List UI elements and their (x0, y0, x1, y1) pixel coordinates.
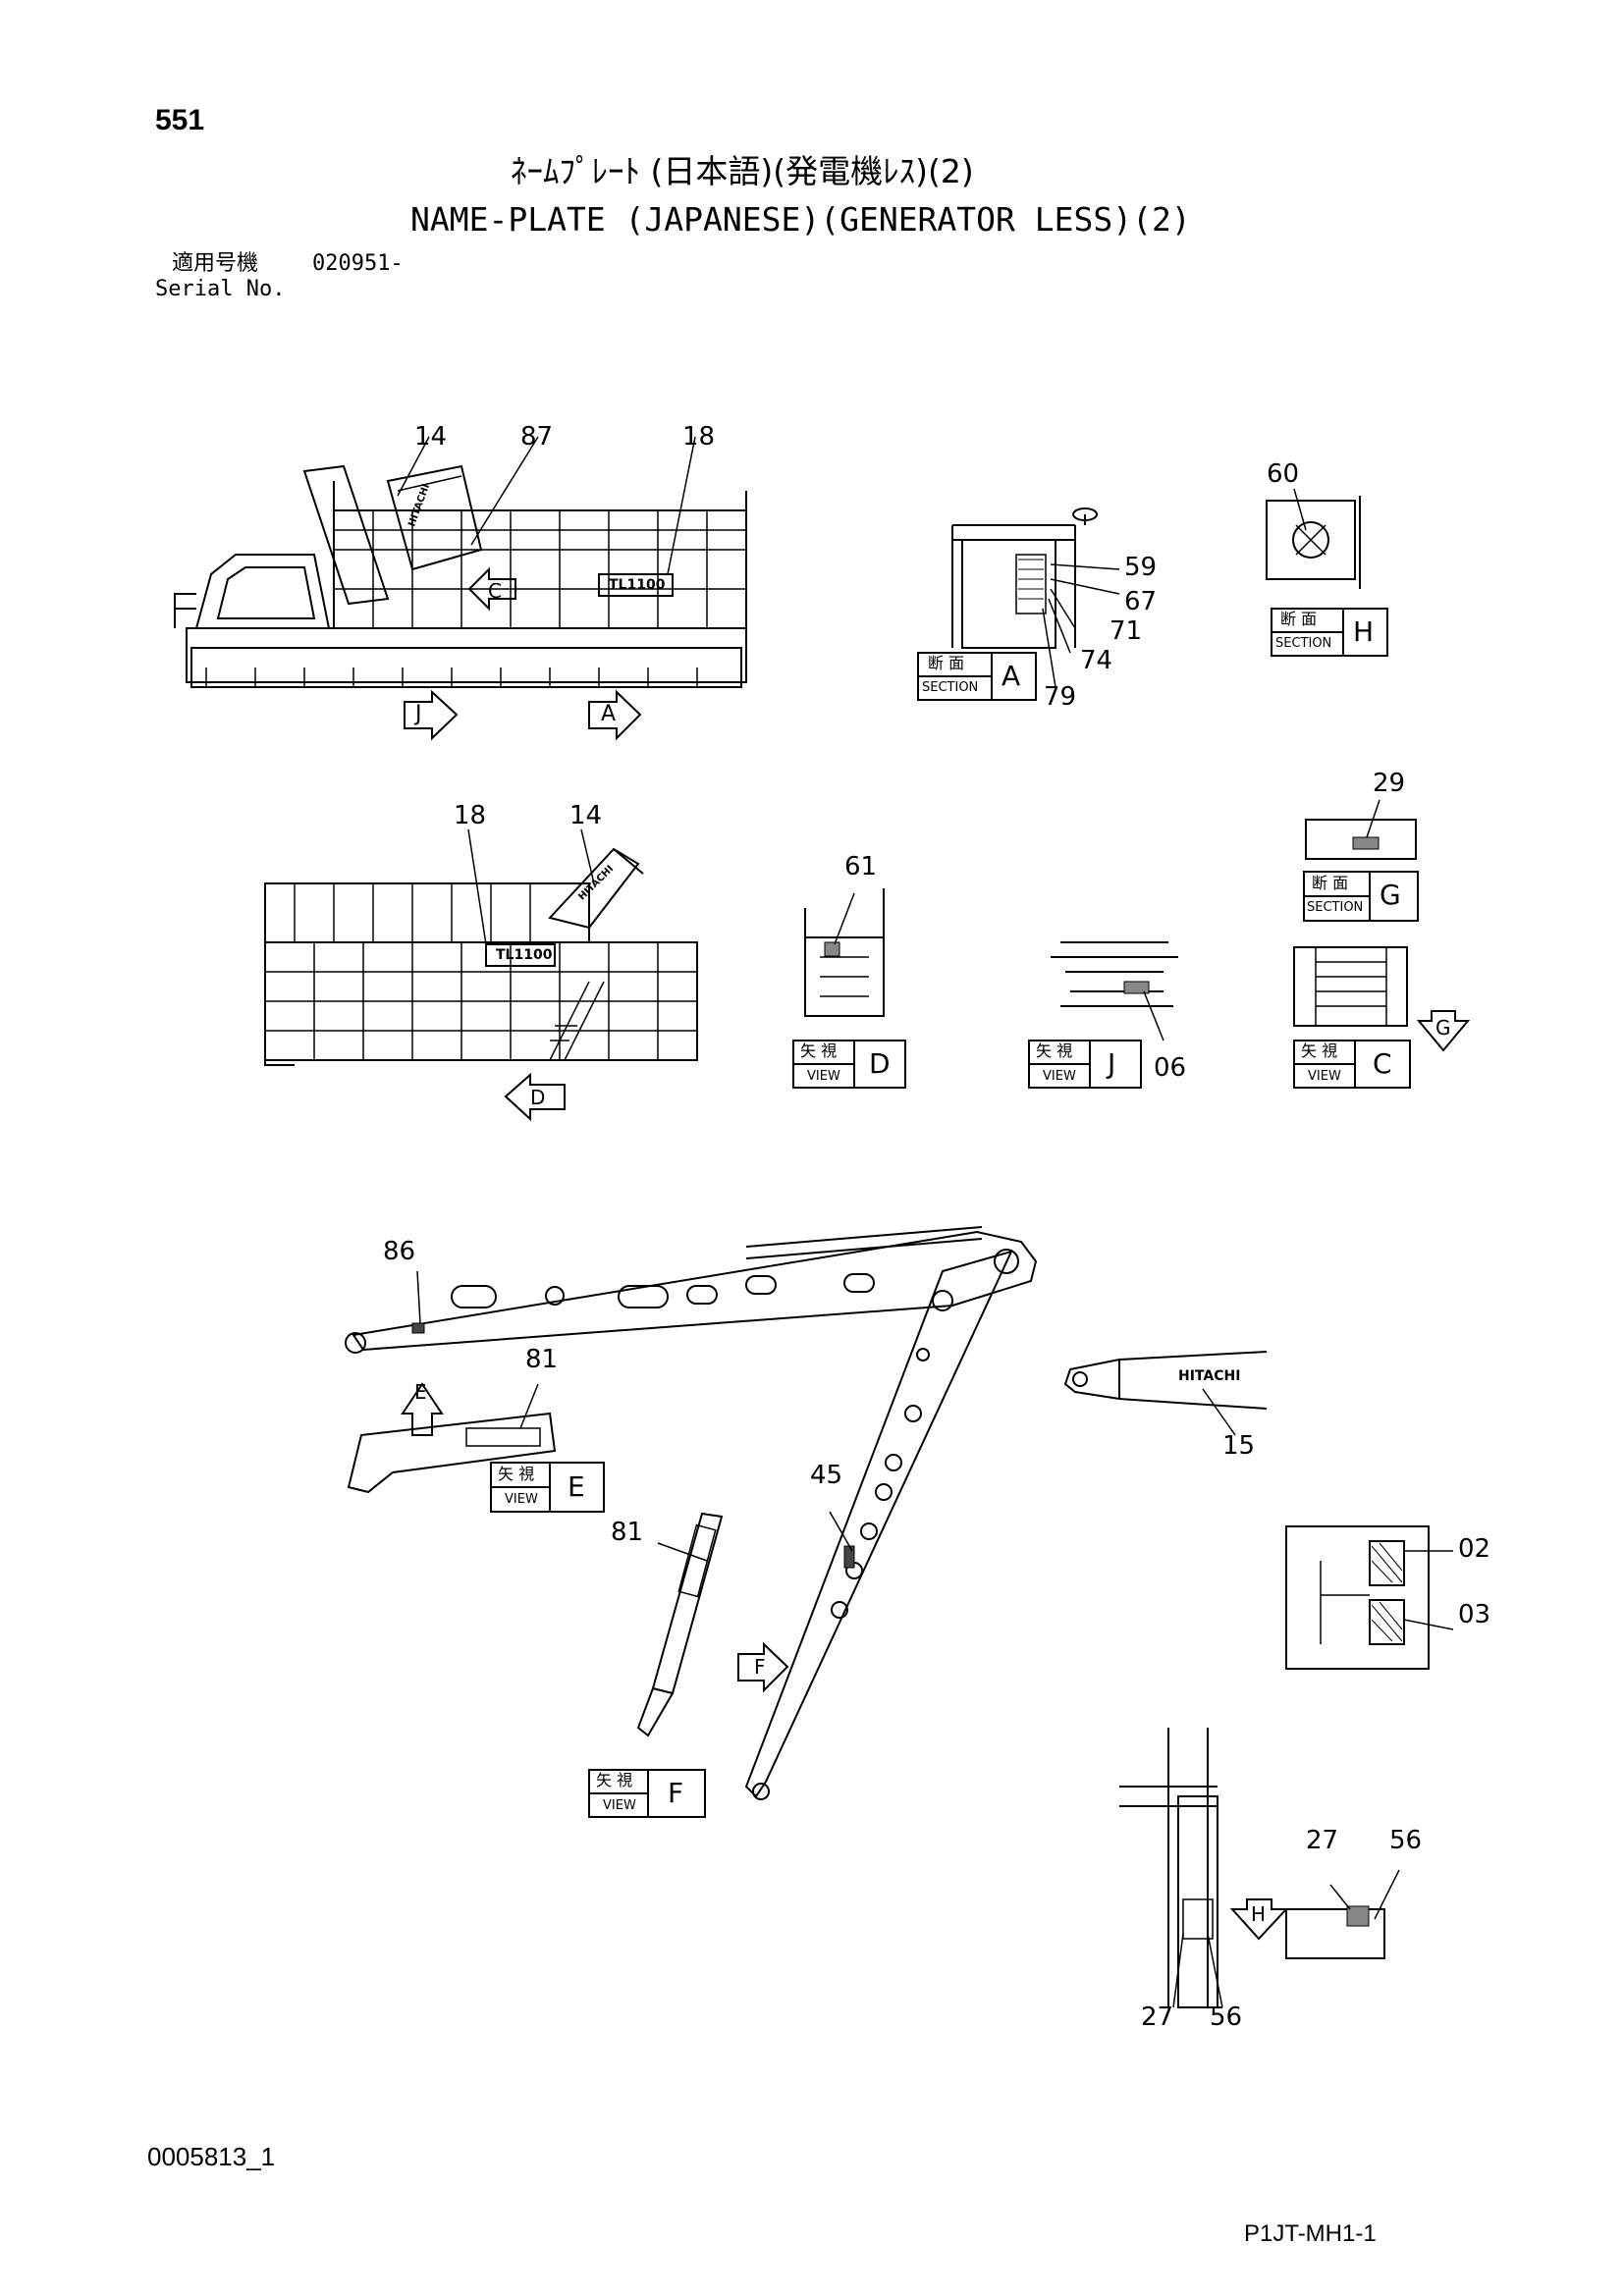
callout-29: 29 (1373, 769, 1406, 798)
view-e-detail (347, 1383, 557, 1494)
section-g-en: SECTION (1307, 900, 1364, 915)
view-arrow-g (1416, 1010, 1471, 1052)
callout-60: 60 (1267, 459, 1300, 489)
view-j-letter: J (1108, 1047, 1116, 1080)
view-f-en: VIEW (603, 1798, 636, 1813)
callout-59: 59 (1124, 553, 1158, 582)
view-d-label (792, 1040, 906, 1089)
plate-model-middle: TL1100 (496, 947, 553, 963)
view-h-detail (1119, 1728, 1400, 2008)
view-j-detail (1051, 941, 1178, 1041)
view-arrow-f (737, 1641, 789, 1693)
callout-61: 61 (844, 852, 878, 881)
view-arrow-a (588, 689, 642, 741)
callout-86: 86 (383, 1237, 416, 1266)
section-g-detail (1305, 799, 1417, 860)
view-j-label (1028, 1040, 1142, 1089)
callout-79: 79 (1044, 682, 1077, 712)
section-g-jp: 断 面 (1312, 874, 1349, 892)
plate-model-top: TL1100 (609, 577, 666, 593)
section-h-detail (1266, 488, 1361, 589)
view-d-detail (804, 888, 885, 1017)
callout-14-middle: 14 (569, 801, 603, 830)
section-h-label (1271, 608, 1388, 657)
plate-hitachi-arm: HITACHI (1178, 1368, 1241, 1384)
callout-81-top: 81 (525, 1345, 559, 1374)
callout-02: 02 (1458, 1534, 1491, 1564)
callout-18-middle: 18 (454, 801, 487, 830)
section-a-detail (951, 507, 1120, 688)
section-a-en: SECTION (922, 680, 979, 695)
view-f-jp: 矢 視 (596, 1771, 633, 1789)
view-c-jp: 矢 視 (1301, 1041, 1338, 1060)
view-arrow-f-letter: F (754, 1655, 766, 1679)
view-j-en: VIEW (1043, 1069, 1076, 1084)
view-f-detail (636, 1512, 724, 1737)
callout-56-bottom: 56 (1210, 2002, 1243, 2032)
view-f-label (588, 1769, 706, 1818)
view-arrow-d (504, 1072, 566, 1122)
catalog-code: P1JT-MH1-1 (1244, 2220, 1377, 2247)
view-arrow-h (1229, 1898, 1289, 1941)
view-arrow-e (401, 1382, 444, 1436)
callout-45: 45 (810, 1461, 843, 1490)
section-h-en: SECTION (1275, 636, 1332, 651)
view-c-letter: C (1373, 1047, 1392, 1080)
section-h-jp: 断 面 (1280, 610, 1318, 628)
serial-value: 020951- (312, 251, 404, 276)
callout-81-bottom: 81 (611, 1518, 644, 1547)
view-d-jp: 矢 視 (800, 1041, 838, 1060)
view-arrow-g-letter: G (1435, 1016, 1451, 1040)
view-arrow-h-letter: H (1251, 1902, 1267, 1926)
view-d-letter: D (869, 1047, 891, 1080)
view-arrow-c-letter: C (488, 579, 502, 603)
view-e-en: VIEW (505, 1492, 538, 1507)
view-arrow-j-letter: J (415, 702, 422, 726)
section-a-jp: 断 面 (928, 654, 965, 672)
view-arrow-j (404, 689, 459, 741)
machine-side-view-middle (264, 828, 698, 1066)
callout-18-top: 18 (682, 422, 716, 452)
view-j-jp: 矢 視 (1036, 1041, 1073, 1060)
callout-71: 71 (1110, 616, 1143, 646)
section-h-letter: H (1353, 615, 1375, 648)
document-number: 0005813_1 (147, 2142, 276, 2171)
view-f-letter: F (668, 1777, 684, 1809)
callout-27-bottom: 27 (1141, 2002, 1174, 2032)
page-number: 551 (155, 104, 205, 136)
view-e-jp: 矢 視 (498, 1465, 535, 1483)
view-arrow-d-letter: D (530, 1086, 546, 1109)
view-e-letter: E (568, 1470, 585, 1503)
section-g-letter: G (1380, 879, 1401, 911)
view-arrow-a-letter: A (601, 702, 617, 726)
callout-56-top: 56 (1389, 1826, 1423, 1855)
callout-87: 87 (520, 422, 554, 452)
arm-tip-detail (1063, 1351, 1268, 1436)
callout-14-top: 14 (414, 422, 448, 452)
view-c-label (1293, 1040, 1411, 1089)
serial-label-english: Serial No. (155, 277, 286, 301)
section-a-label (917, 652, 1037, 701)
callout-67: 67 (1124, 587, 1158, 616)
title-japanese: ﾈｰﾑﾌﾟﾚｰﾄ (日本語)(発電機ﾚｽ)(2) (511, 152, 974, 190)
serial-label-japanese: 適用号機 (172, 251, 259, 276)
callout-74: 74 (1080, 646, 1113, 675)
callout-03: 03 (1458, 1600, 1491, 1629)
callout-06: 06 (1154, 1053, 1187, 1083)
view-d-en: VIEW (807, 1069, 840, 1084)
callout-27-top: 27 (1306, 1826, 1339, 1855)
title-english: NAME-PLATE (JAPANESE)(GENERATOR LESS)(2) (410, 200, 1191, 239)
section-g-label (1303, 871, 1419, 922)
view-arrow-e-letter: E (414, 1380, 427, 1404)
boom-assembly (345, 1226, 1038, 1800)
view-c-en: VIEW (1308, 1069, 1341, 1084)
machine-side-view-left (174, 436, 747, 688)
view-c-detail (1293, 946, 1408, 1027)
callout-15: 15 (1222, 1431, 1256, 1461)
view-e-label (490, 1462, 605, 1513)
panel-02-03-detail (1285, 1525, 1454, 1670)
section-a-letter: A (1001, 660, 1021, 692)
